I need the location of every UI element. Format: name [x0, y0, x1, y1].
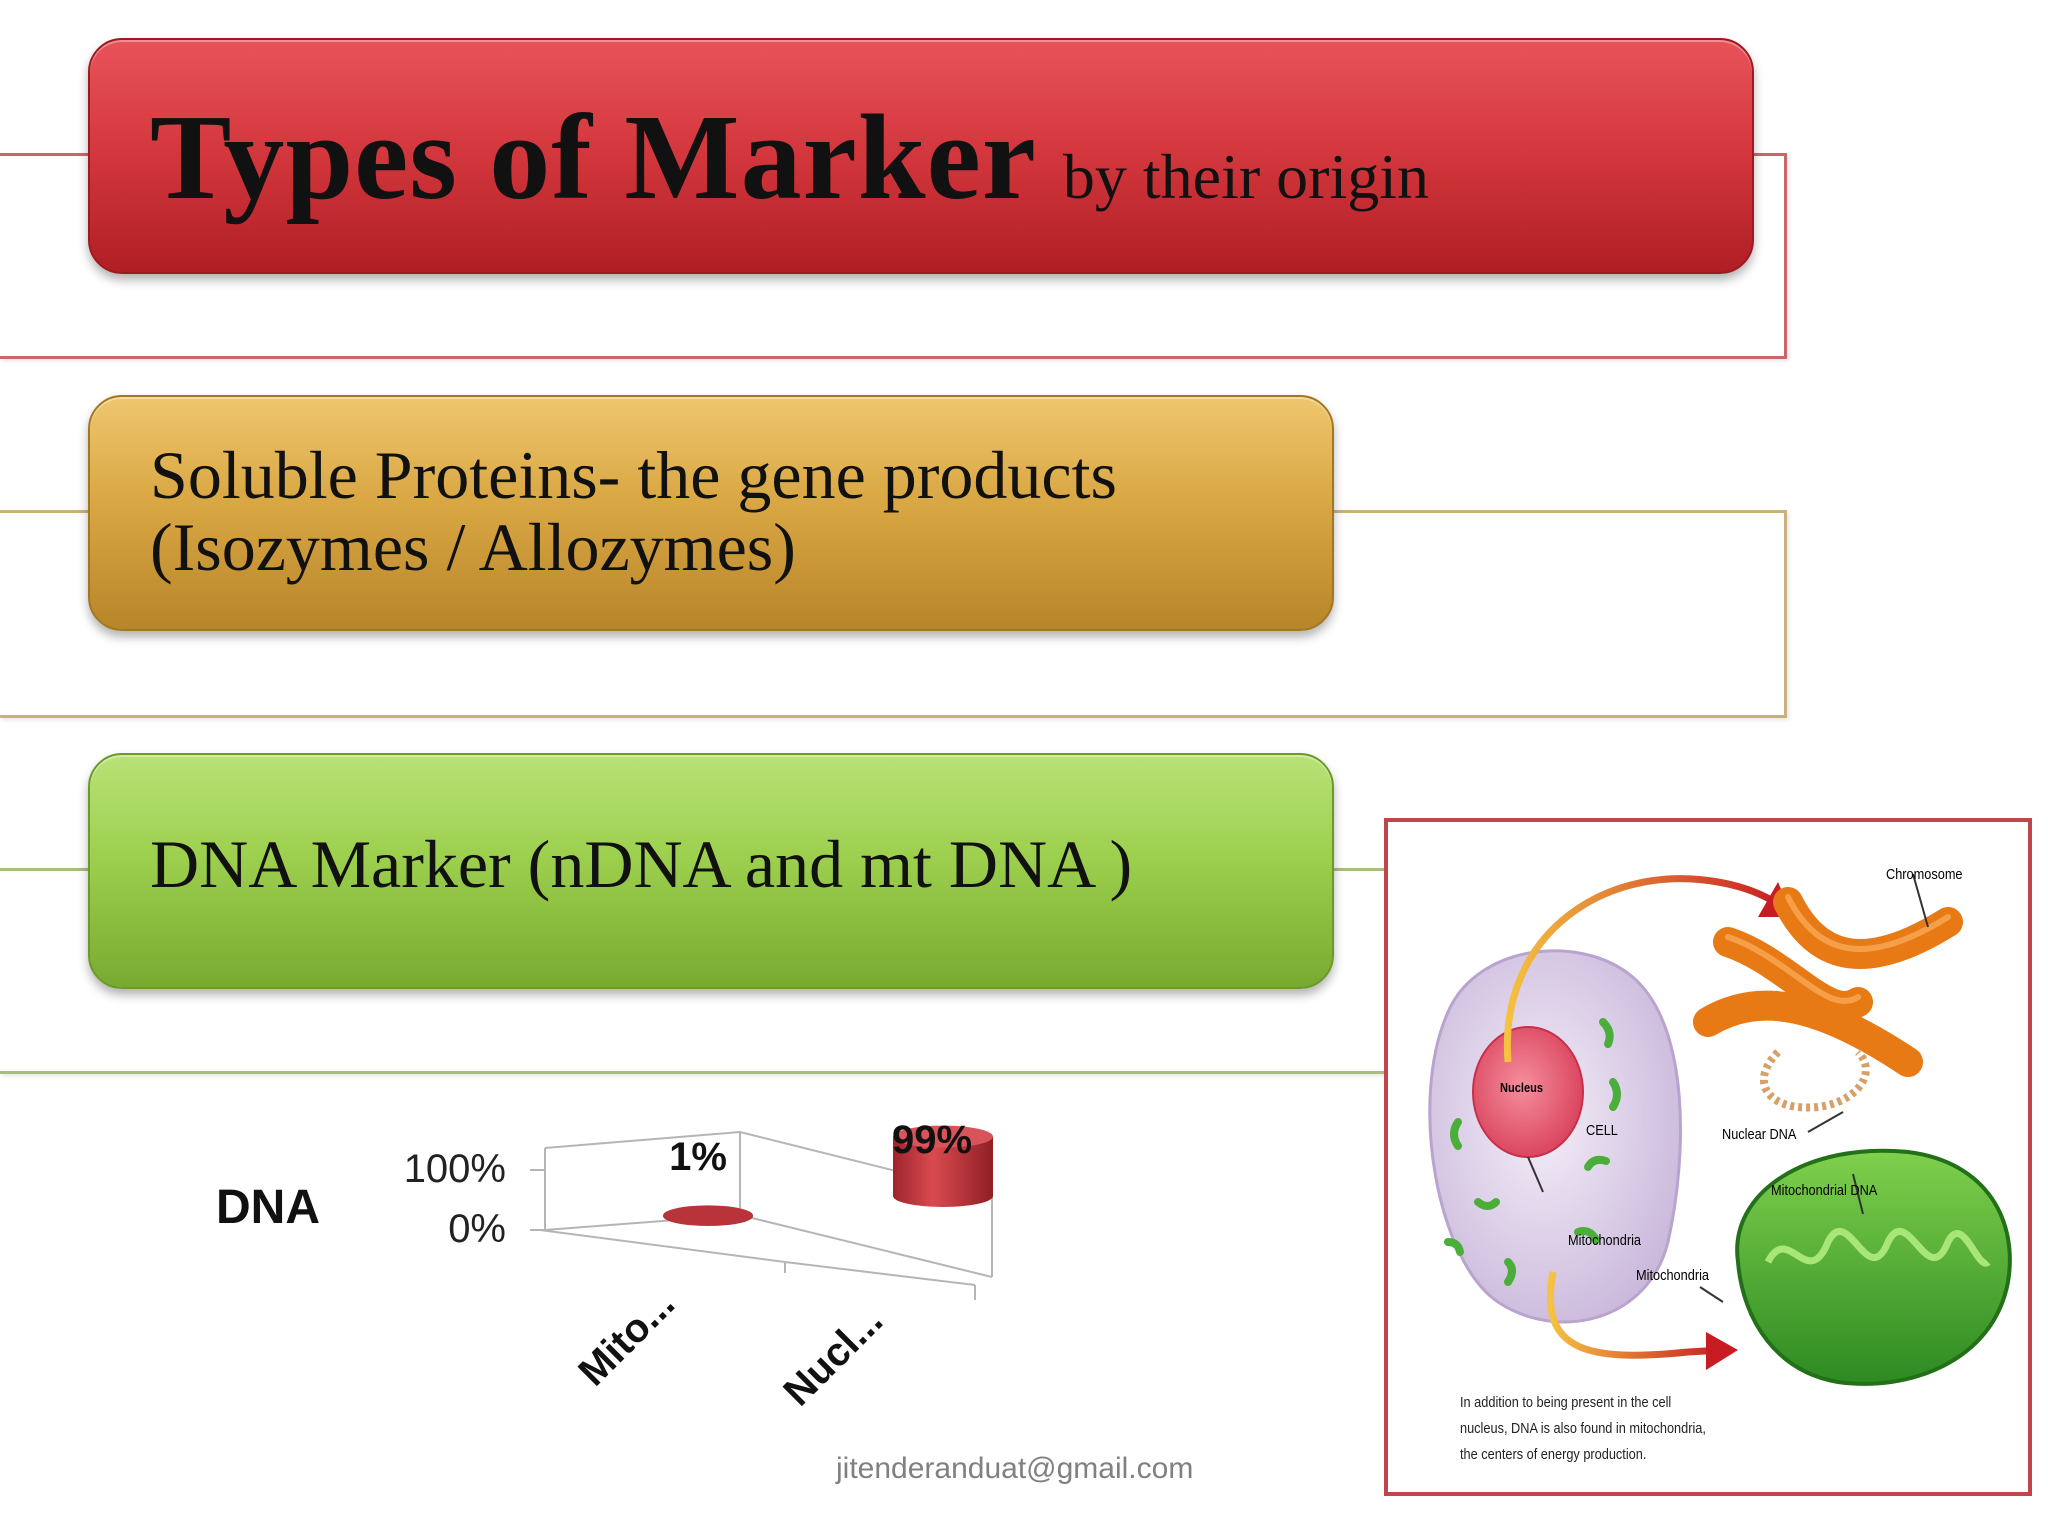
arrow-to-mitochondrion	[1546, 1271, 1724, 1359]
bar-label-nucl: 99%	[892, 1118, 972, 1162]
proteins-text: Soluble Proteins- the gene products (Iso…	[150, 439, 1117, 583]
mitochondrion-shape	[1735, 1148, 2012, 1386]
bar-body-1	[893, 1136, 993, 1207]
page-title: Types of Marker by their origin	[150, 88, 1429, 228]
bar-cap-0	[663, 1205, 753, 1226]
chart-bars	[663, 1125, 993, 1226]
figure-leader-lines	[1527, 873, 1929, 1303]
chromosome-shape	[1693, 887, 1963, 1077]
proteins-line-1: Soluble Proteins- the gene products	[150, 437, 1117, 513]
bar-cap-1	[893, 1125, 993, 1148]
label-chromosome: Chromosome	[1886, 866, 1963, 883]
proteins-line-2: (Isozymes / Allozymes)	[150, 509, 796, 585]
title-sub: by their origin	[1062, 141, 1430, 212]
cell-illustration	[1428, 873, 2012, 1386]
label-mitochondrial-dna: Mitochondrial DNA	[1771, 1182, 1878, 1199]
cell-mitochondria	[1444, 1018, 1621, 1286]
label-nuclear-dna: Nuclear DNA	[1722, 1126, 1797, 1143]
dna-bar: DNA Marker (nDNA and mt DNA )	[88, 753, 1334, 989]
label-mitochondria-cell: Mitochondria	[1568, 1232, 1642, 1249]
title-bar: Types of Marker by their origin	[88, 38, 1754, 274]
dna-text: DNA Marker (nDNA and mt DNA )	[150, 826, 1133, 902]
nuclear-dna-coil	[1759, 1049, 1870, 1112]
bar-label-mito: 1%	[669, 1135, 727, 1179]
title-main: Types of Marker	[150, 90, 1037, 225]
category-label-mito: Mito...	[570, 1282, 683, 1395]
dna-chart: DNA 100% 0% 1% 99% Mito... Nucl...	[216, 1118, 993, 1414]
figure-caption: In addition to being present in the cell…	[1460, 1394, 1706, 1463]
chart-series-label: DNA	[216, 1181, 320, 1234]
y-tick-0: 0%	[448, 1207, 506, 1251]
label-mitochondria: Mitochondria	[1636, 1267, 1710, 1284]
footer-email: jitenderanduat@gmail.com	[836, 1452, 1194, 1485]
label-nucleus: Nucleus	[1500, 1080, 1543, 1095]
y-tick-100: 100%	[404, 1147, 506, 1191]
arrow-head-bottom-icon	[1706, 1332, 1738, 1370]
cell-dna-figure: Chromosome Nucleus CELL Nuclear DNA Mito…	[1384, 818, 2032, 1496]
label-cell: CELL	[1586, 1122, 1618, 1139]
proteins-bar: Soluble Proteins- the gene products (Iso…	[88, 395, 1334, 631]
category-label-nucl: Nucl...	[775, 1298, 891, 1414]
arrow-to-chromosome	[1503, 875, 1785, 1063]
